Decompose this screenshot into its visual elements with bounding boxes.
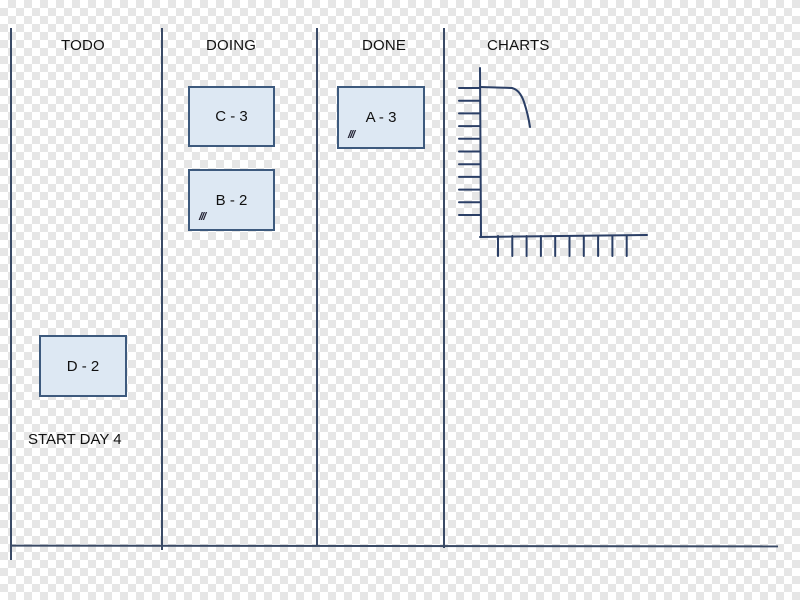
column-header-doing: DOING bbox=[206, 37, 257, 54]
card-label: A - 3 bbox=[365, 109, 397, 126]
column-header-charts: CHARTS bbox=[487, 37, 550, 54]
card-label: B - 2 bbox=[215, 191, 248, 209]
start-day-note: START DAY 4 bbox=[28, 431, 122, 448]
card-c-3[interactable]: C - 3 bbox=[188, 86, 275, 147]
burndown-chart bbox=[458, 67, 648, 257]
board-baseline bbox=[9, 544, 779, 548]
progress-tally-mark: /// bbox=[348, 129, 355, 141]
chart-x-axis bbox=[479, 234, 648, 238]
column-divider-todo-doing bbox=[161, 28, 163, 550]
chart-axes bbox=[458, 67, 648, 257]
card-b-2[interactable]: B - 2 /// bbox=[188, 169, 275, 231]
progress-tally-mark: /// bbox=[199, 211, 206, 223]
column-header-todo: TODO bbox=[61, 37, 105, 54]
column-header-done: DONE bbox=[362, 37, 407, 54]
card-d-2[interactable]: D - 2 bbox=[39, 335, 127, 397]
column-divider-doing-done bbox=[316, 28, 318, 545]
column-divider-done-charts bbox=[443, 28, 445, 548]
card-label: D - 2 bbox=[66, 357, 100, 375]
card-a-3[interactable]: A - 3 /// bbox=[337, 86, 425, 149]
chart-burndown-line bbox=[479, 86, 531, 128]
column-divider-left bbox=[10, 28, 12, 560]
card-label: C - 3 bbox=[215, 108, 248, 125]
